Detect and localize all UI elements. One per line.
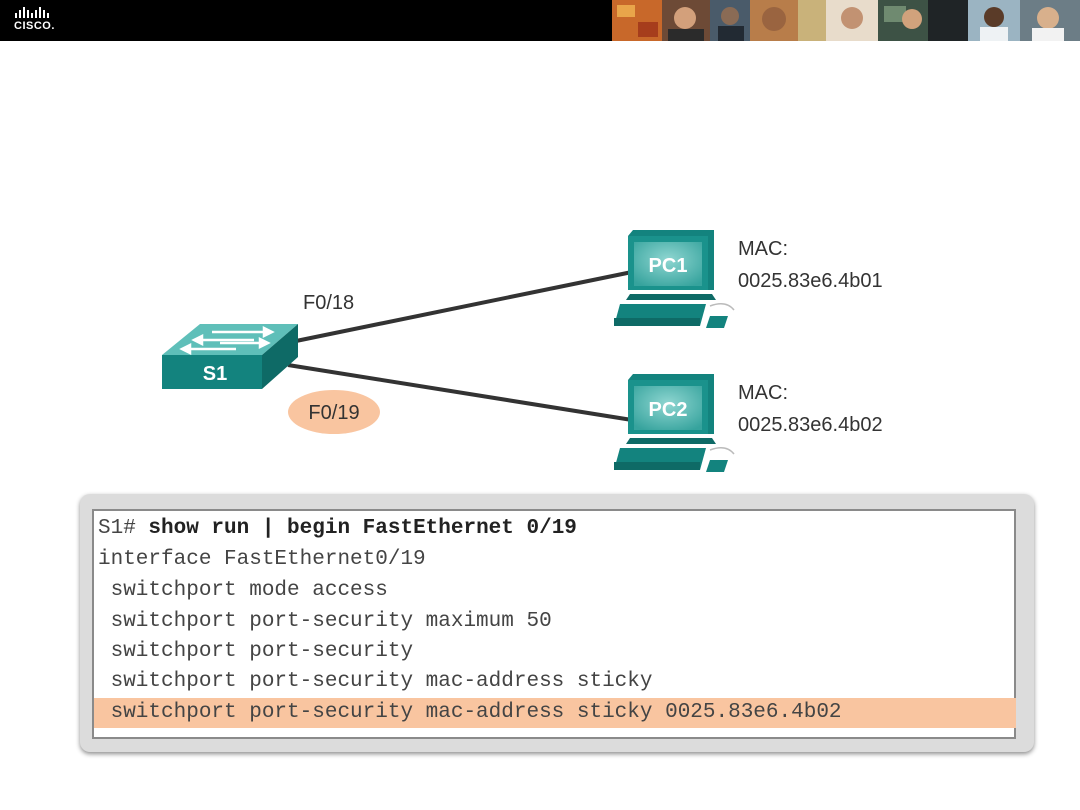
cli-output-line: interface FastEthernet0/19 [98,548,426,571]
pc1-mac-heading: MAC: [738,238,788,260]
switch-arrows-icon [179,325,275,356]
cli-command: show run | begin FastEthernet 0/19 [148,517,577,540]
pc2-label: PC2 [649,399,688,421]
port-label-f0-19: F0/19 [308,402,359,424]
cli-output-line: switchport mode access [98,579,388,602]
port-label-f0-18: F0/18 [303,292,354,314]
link-f0-18 [295,270,633,343]
pc1-label: PC1 [649,255,688,277]
pc2-mac-heading: MAC: [738,382,788,404]
port-highlight-f0-19 [288,390,380,434]
cisco-logo-icon [15,7,49,18]
cli-output-line: switchport port-security mac-address sti… [98,670,653,693]
cli-prompt: S1# [98,517,149,540]
pc2-mac-address: 0025.83e6.4b02 [738,414,883,436]
cisco-logo-text: CISCO. [14,20,55,32]
switch-label: S1 [203,363,227,385]
link-f0-19 [287,363,633,422]
cli-output-line: switchport port-security maximum 50 [98,610,552,633]
pc2-computer: PC2 [614,374,735,472]
cli-command-line: S1# show run | begin FastEthernet 0/19 [98,514,1016,544]
cli-highlighted-line: switchport port-security mac-address sti… [94,698,1016,728]
switch-s1: S1 [162,324,298,389]
cli-output-line: switchport port-security [98,640,414,663]
pc1-computer: PC1 [614,230,735,328]
pc1-mac-address: 0025.83e6.4b01 [738,270,883,292]
people-photo-strip [612,0,1080,41]
header-bar: CISCO. [0,0,1080,41]
